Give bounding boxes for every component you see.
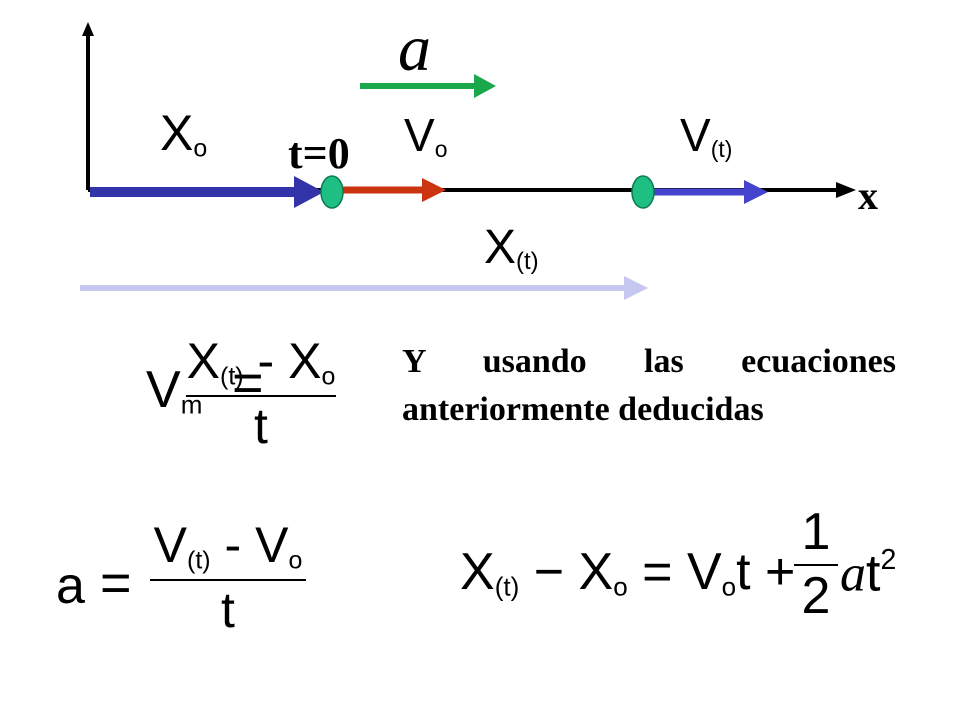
pos-fraction-bar bbox=[794, 564, 838, 566]
a-lhs: a bbox=[56, 557, 85, 615]
vm-lhs: Vm bbox=[146, 364, 202, 418]
vm-numerator: X(t) - Xo bbox=[187, 336, 336, 389]
v0-label-sub: o bbox=[434, 135, 448, 162]
pos-exp: 2 bbox=[880, 544, 897, 576]
xt-label: X(t) bbox=[484, 224, 539, 274]
vt-label-base: V bbox=[680, 109, 711, 161]
pos-fraction: 1 2 bbox=[794, 506, 838, 622]
v0-label: Vo bbox=[404, 112, 447, 161]
axis-x-label: x bbox=[858, 173, 878, 218]
pos-xo: X bbox=[578, 543, 614, 601]
vm-equals: = bbox=[232, 353, 264, 413]
acceleration-arrow bbox=[360, 74, 496, 98]
x0-arrow bbox=[90, 176, 324, 208]
t0-label: t=0 bbox=[288, 129, 350, 178]
a-num-a: V bbox=[153, 517, 187, 573]
pos-lhs: X(t) − Xo = Vot + bbox=[460, 546, 795, 600]
particle-initial bbox=[320, 175, 344, 209]
vm-num-b-sub: o bbox=[321, 362, 336, 391]
x0-label: Xo bbox=[160, 108, 207, 161]
pos-frac-num: 1 bbox=[801, 503, 831, 561]
a-num-a-sub: (t) bbox=[187, 546, 211, 575]
vm-lhs-sub: m bbox=[180, 389, 203, 420]
vm-fraction-bar bbox=[186, 395, 336, 398]
pos-t2: t bbox=[866, 544, 881, 603]
vertical-axis-arrowhead bbox=[82, 22, 94, 36]
pos-plus: + bbox=[765, 543, 796, 601]
vm-lhs-base: V bbox=[146, 361, 181, 419]
description-text: Y usando las ecuaciones anteriormente de… bbox=[402, 343, 896, 428]
a-fraction-bar bbox=[150, 579, 306, 582]
vm-denominator: t bbox=[254, 398, 268, 455]
horizontal-axis-arrowhead bbox=[836, 182, 856, 198]
particle-final bbox=[631, 175, 655, 209]
pos-t1: t bbox=[736, 543, 751, 601]
vm-num-a-sub: (t) bbox=[220, 362, 244, 391]
pos-vo-sub: o bbox=[721, 571, 737, 602]
vt-label: V(t) bbox=[680, 112, 732, 161]
pos-xt: X bbox=[460, 543, 495, 601]
v0-label-base: V bbox=[404, 109, 435, 161]
pos-frac-den: 2 bbox=[801, 567, 831, 625]
a-num-b-sub: o bbox=[288, 546, 303, 575]
pos-xt-sub: (t) bbox=[494, 571, 520, 602]
pos-xo-sub: o bbox=[613, 571, 628, 602]
xt-label-base: X bbox=[484, 221, 517, 274]
vt-arrow bbox=[650, 180, 768, 204]
pos-equals: = bbox=[642, 543, 673, 601]
v0-arrow bbox=[336, 178, 446, 202]
a-fraction: V(t) - Vo t bbox=[150, 520, 306, 635]
pos-tail: at2 bbox=[840, 546, 896, 600]
a-minus: - bbox=[224, 517, 242, 573]
vm-num-a: X bbox=[186, 333, 220, 389]
acceleration-label: a bbox=[398, 12, 431, 85]
a-equals: = bbox=[100, 553, 132, 613]
a-num-b: V bbox=[255, 517, 289, 573]
vm-num-b: X bbox=[288, 333, 322, 389]
vt-label-sub: (t) bbox=[710, 135, 733, 162]
pos-a: a bbox=[840, 545, 866, 603]
xt-label-sub: (t) bbox=[516, 248, 539, 275]
a-denominator: t bbox=[221, 582, 235, 639]
x0-label-sub: o bbox=[193, 134, 208, 163]
x0-label-base: X bbox=[160, 105, 194, 161]
xt-arrow bbox=[80, 276, 648, 300]
vm-fraction: X(t) - Xo t bbox=[186, 336, 336, 451]
pos-vo: V bbox=[686, 543, 722, 601]
vm-minus: - bbox=[257, 333, 275, 389]
pos-minus: − bbox=[533, 543, 565, 601]
a-numerator: V(t) - Vo bbox=[154, 520, 303, 573]
